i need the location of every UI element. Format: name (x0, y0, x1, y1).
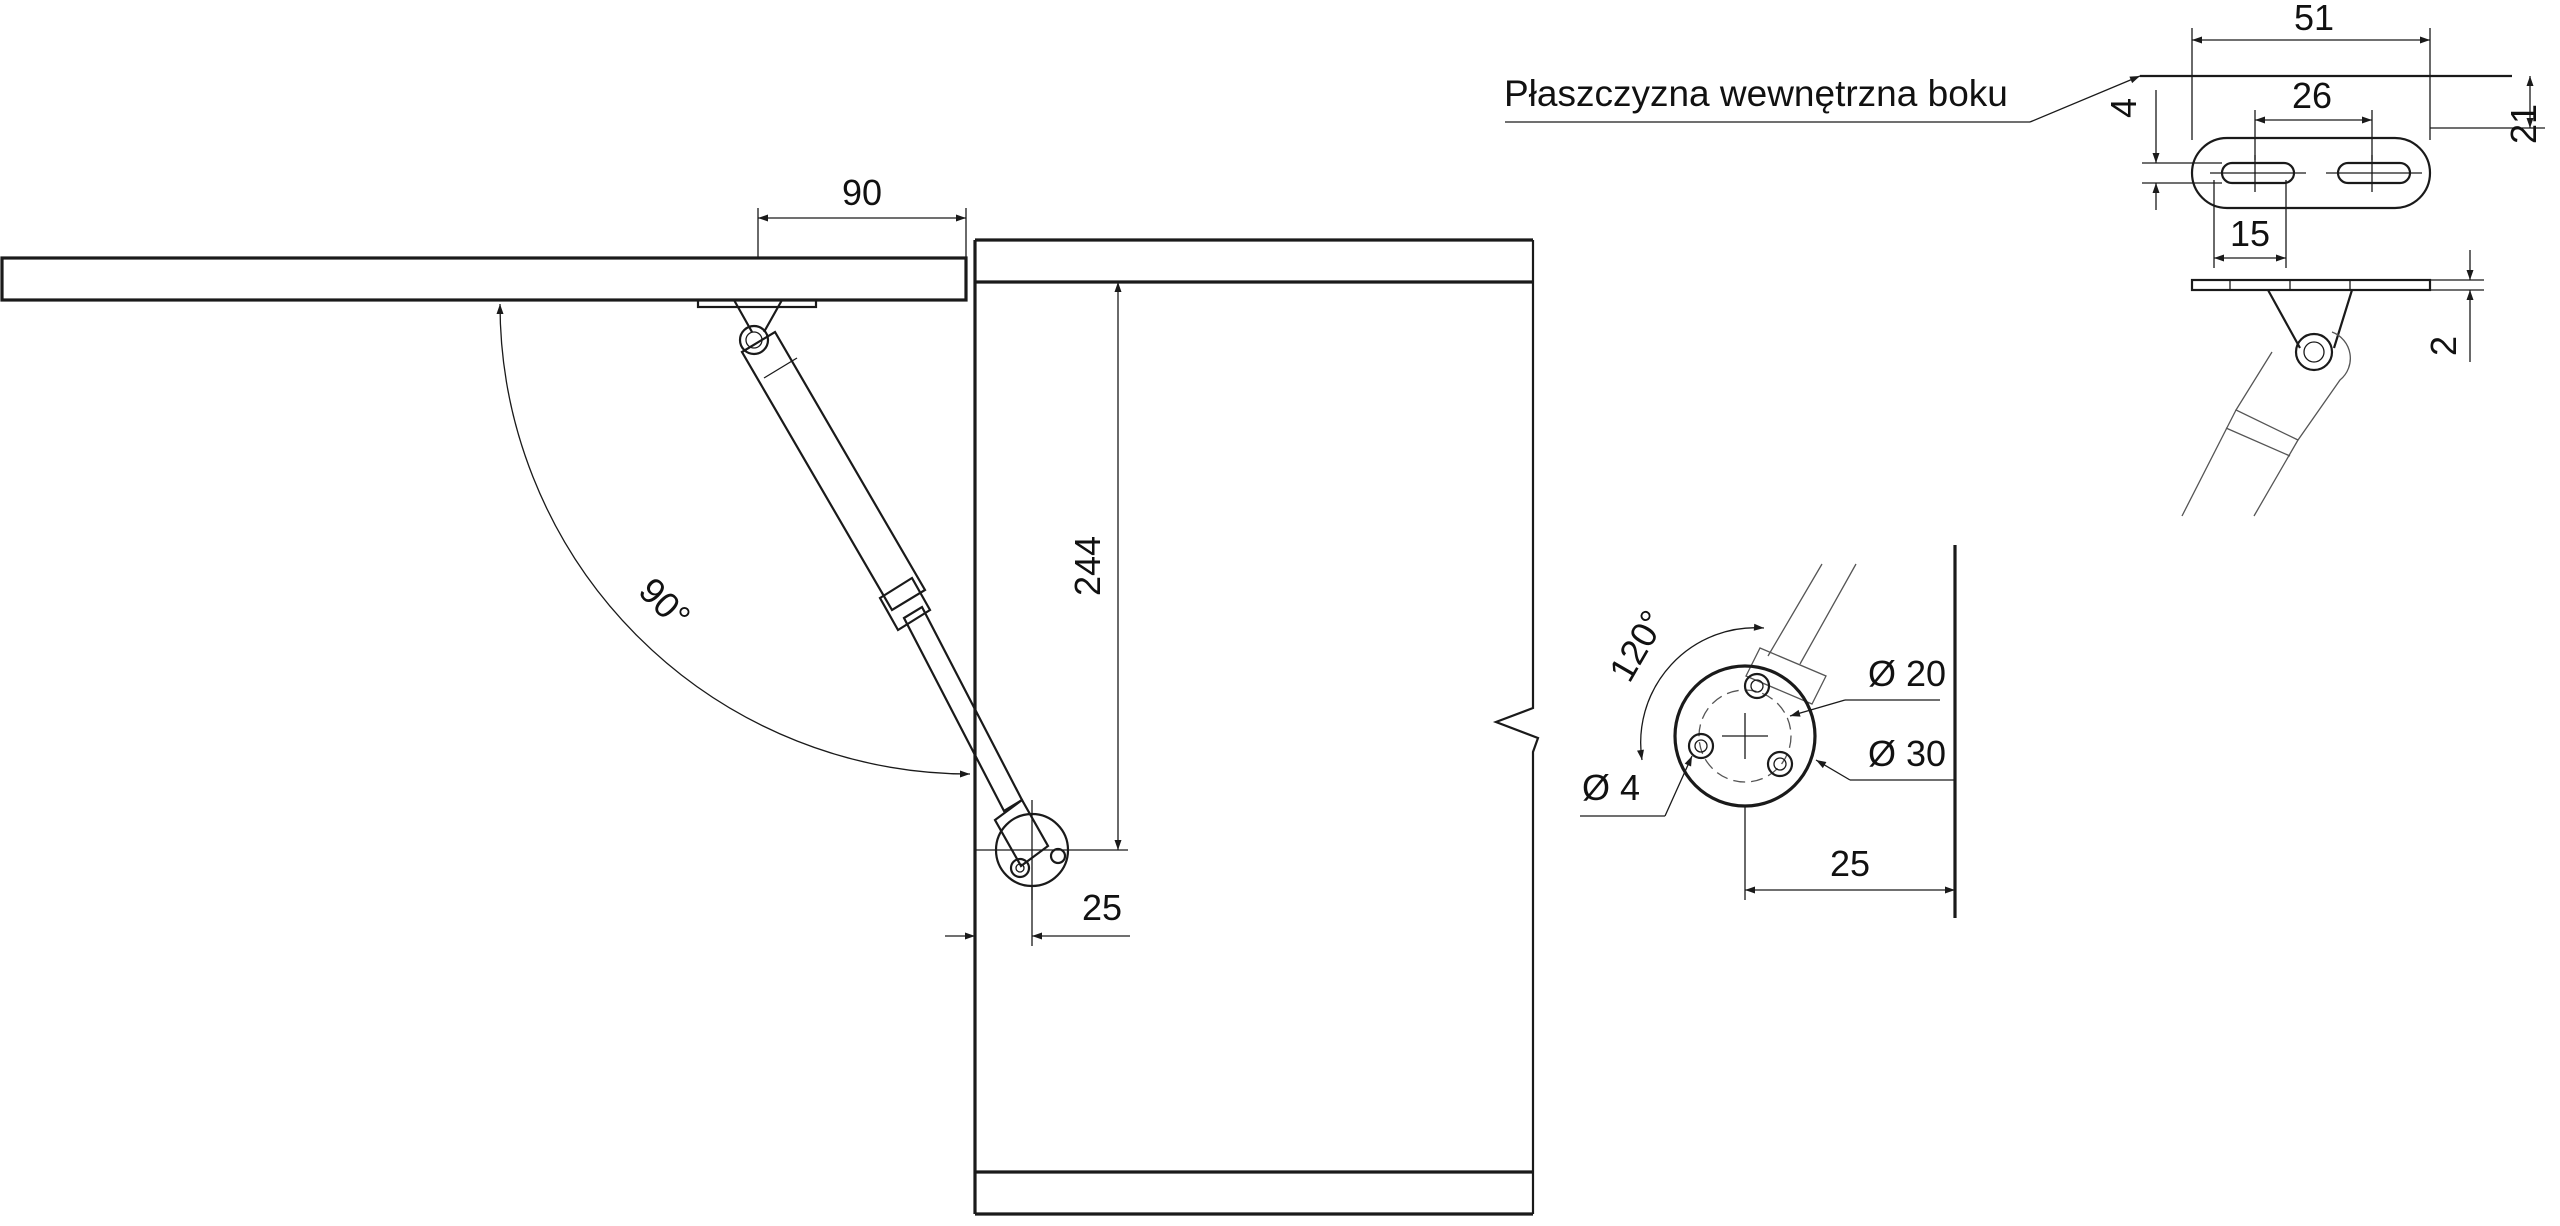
gas-strut (738, 324, 1050, 868)
inner-plane-label: Płaszczyzna wewnętrzna boku (1504, 73, 2008, 114)
dim-26-label: 26 (2292, 75, 2332, 116)
dia-30-callout: Ø 30 (1815, 733, 1955, 781)
dia-20-label: Ø 20 (1868, 653, 1946, 694)
dim-4: 4 (2103, 90, 2222, 210)
dim-21: 21 (2430, 76, 2545, 144)
dim-25-left: 25 (945, 886, 1130, 946)
cabinet-side (973, 238, 1540, 1216)
lower-mount-disc (976, 800, 1090, 900)
dim-15-label: 15 (2230, 213, 2270, 254)
dim-244-label: 244 (1067, 536, 1108, 596)
dim-51-label: 51 (2294, 0, 2334, 38)
dim-51: 51 (2191, 0, 2431, 140)
angle-90: 90° (496, 303, 971, 778)
dim-25-right: 25 (1744, 806, 1955, 900)
dim-15: 15 (2213, 180, 2287, 268)
dim-90-top: 90 (757, 172, 967, 258)
flap-panel (0, 256, 968, 302)
bracket-detail-view: Płaszczyzna wewnętrzna boku 51 26 (1504, 0, 2545, 517)
bracket-side-view (2181, 278, 2432, 517)
angle-90-label: 90° (631, 569, 698, 636)
dia-30-label: Ø 30 (1868, 733, 1946, 774)
flap-mount-plate (696, 298, 818, 309)
dim-244: 244 (1067, 282, 1128, 851)
dia-4-label: Ø 4 (1582, 767, 1640, 808)
dim-25-right-label: 25 (1830, 843, 1870, 884)
cabinet-flap-view: 90 244 90° 25 (0, 172, 1540, 1216)
dim-2: 2 (2423, 250, 2484, 362)
slotted-plate (2190, 136, 2432, 210)
dim-2-label: 2 (2423, 336, 2464, 356)
dia-20-callout: Ø 20 (1789, 653, 1946, 717)
dim-21-label: 21 (2503, 104, 2544, 144)
dia-4-callout: Ø 4 (1580, 755, 1693, 817)
dim-90-top-label: 90 (842, 172, 882, 213)
mount-detail-view: 120° Ø 20 Ø 30 Ø 4 25 (1580, 545, 1957, 918)
dim-25-left-label: 25 (1082, 887, 1122, 928)
dim-4-label: 4 (2103, 98, 2144, 118)
dim-26: 26 (2254, 75, 2373, 160)
